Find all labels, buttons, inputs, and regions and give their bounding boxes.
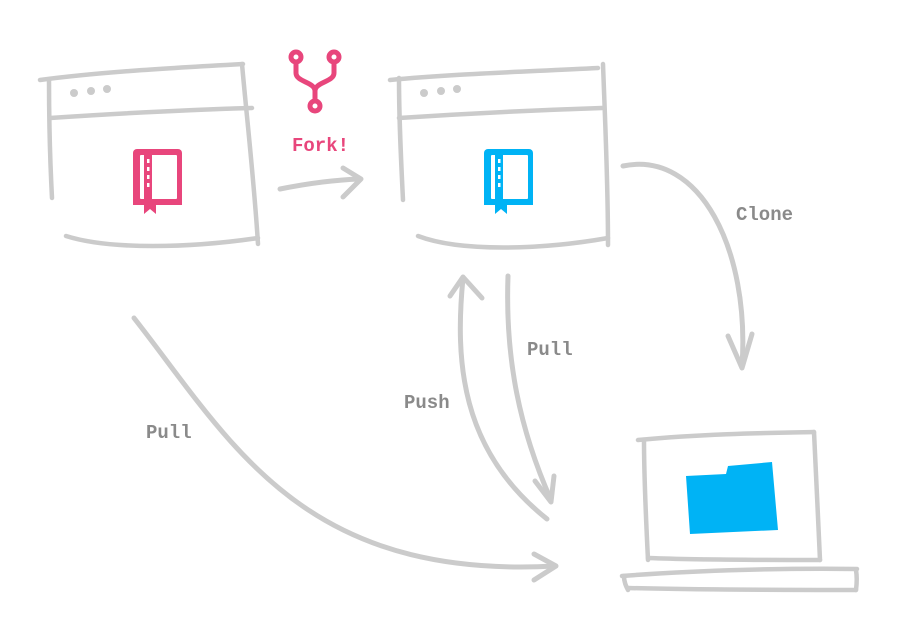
window-dot bbox=[437, 87, 445, 95]
clone-label: Clone bbox=[736, 204, 793, 226]
git-fork-icon bbox=[288, 49, 342, 114]
window-dot bbox=[70, 89, 78, 97]
push-arrow bbox=[447, 274, 550, 522]
pull-from-upstream-arrow bbox=[131, 315, 559, 583]
upstream-browser-window bbox=[37, 61, 261, 249]
folder-icon bbox=[686, 462, 778, 534]
fork-label: Fork! bbox=[292, 135, 349, 157]
window-dot bbox=[420, 89, 428, 97]
book-icon bbox=[133, 149, 182, 214]
fork-browser-window bbox=[387, 61, 611, 250]
laptop bbox=[619, 429, 860, 593]
window-dot bbox=[87, 87, 95, 95]
push-label: Push bbox=[404, 392, 450, 414]
window-dot bbox=[453, 85, 461, 93]
pull-upstream-label: Pull bbox=[146, 422, 192, 444]
clone-arrow bbox=[620, 161, 755, 371]
window-dot bbox=[103, 85, 111, 93]
pull-origin-label: Pull bbox=[527, 339, 573, 361]
fork-arrow bbox=[277, 165, 364, 200]
book-icon bbox=[484, 149, 533, 214]
pull-from-fork-arrow bbox=[505, 273, 557, 505]
